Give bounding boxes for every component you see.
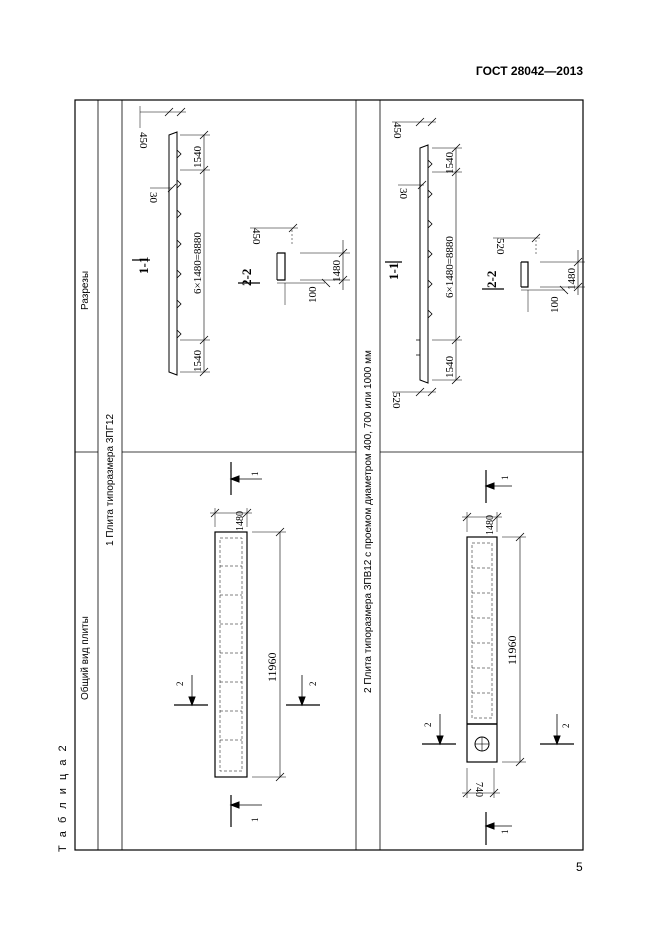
page-number: 5 [576,860,583,874]
row2-section1-label: 1-1 [386,263,401,280]
row1-section1-span: 6×1480=8880 [192,232,204,294]
row2-section1-end-right: 1540 [444,152,456,175]
row1-section-1-1 [132,106,210,377]
row1-plan-width: 1480 [235,511,246,531]
row1-section1-rib: 30 [147,192,159,204]
row1-cut1-bottom: 1 [250,818,260,823]
row2-section2-top: 520 [494,238,506,255]
row1-section-2-2 [238,223,350,305]
row2-section2-label: 2-2 [484,271,499,288]
row1-section2-width: 1480 [331,260,343,283]
standard-number: ГОСТ 28042—2013 [475,64,583,78]
row2-section1-top: 450 [391,122,403,139]
row2-cut2-right: 2 [561,724,571,729]
row1-cut2-right: 2 [308,682,318,687]
row2-section-2-2 [482,233,585,312]
row2-section1-bottom: 520 [390,392,402,409]
row2-plan-length: 11960 [505,635,519,665]
row1-section1-label: 1-1 [136,257,151,274]
row1-plan-view [174,462,320,827]
row2-section1-end-left: 1540 [444,356,456,379]
row1-section1-top: 450 [137,132,149,149]
row1-section2-label: 2-2 [239,269,254,286]
row1-section1-end-left: 1540 [192,350,204,373]
row1-section2-top: 450 [250,228,262,245]
row1-cut1-top: 1 [250,472,260,477]
row2-section1-span: 6×1480=8880 [444,236,456,298]
row2-plan-width: 1480 [485,515,496,535]
row2-section-1-1 [385,117,462,397]
row2-cut1-top: 1 [500,476,510,481]
row2-cut1-bottom: 1 [500,830,510,835]
row2-section1-rib: 30 [397,188,409,200]
row1-cut2-left: 2 [175,682,185,687]
row2-section2-width: 1480 [566,268,578,291]
row2-plan-opening: 740 [473,782,484,797]
row2-section2-bottom: 100 [549,296,561,313]
row2-cut2-left: 2 [423,723,433,728]
row2-plan-view [422,470,574,845]
table-grid [74,99,584,851]
row1-section2-bottom: 100 [307,286,319,303]
row1-plan-length: 11960 [265,652,279,682]
row1-section1-end-right: 1540 [192,146,204,169]
